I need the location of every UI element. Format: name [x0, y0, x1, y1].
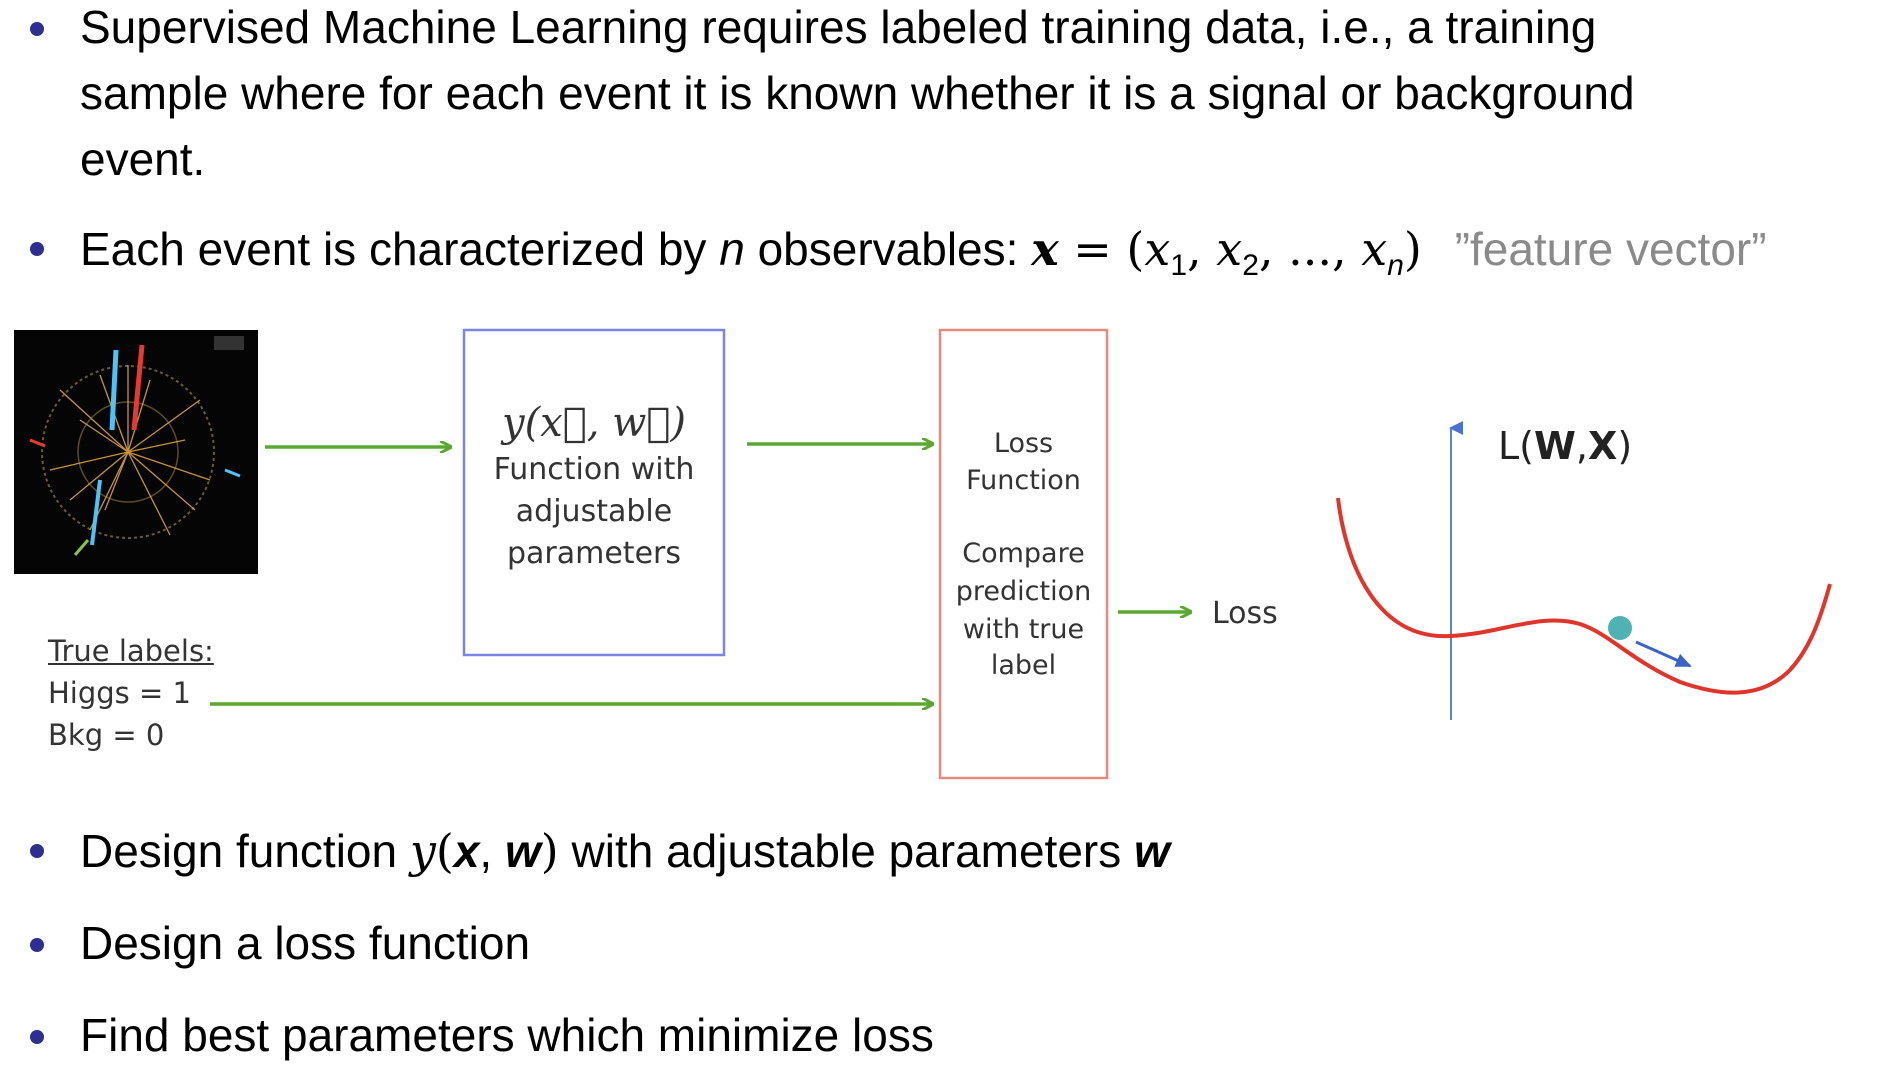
loss-curve-axis-label: L(W,X)	[1498, 424, 1633, 468]
function-label-line2: adjustable	[515, 494, 673, 529]
bullet-dot	[30, 844, 44, 858]
feature-vector-note: ”feature vector”	[1454, 223, 1767, 275]
function-box	[462, 328, 726, 657]
higgs-label: Higgs = 1	[48, 676, 191, 710]
bullet-design-loss: Design a loss function	[80, 917, 531, 969]
bullet-feature-vector: Each event is characterized by n observa…	[80, 222, 1767, 283]
loss-box-line3: Compare	[962, 538, 1085, 569]
bullet-supervised-line3: event.	[80, 133, 206, 185]
loss-output-label: Loss	[1212, 596, 1278, 631]
gradient-ball	[1608, 616, 1632, 640]
loss-box-line1: Loss	[993, 428, 1054, 459]
collision-event-image	[14, 330, 258, 574]
bullet-minimize-loss: Find best parameters which minimize loss	[80, 1009, 934, 1061]
loss-box-line4: prediction	[955, 576, 1092, 607]
bullet-supervised-line2: sample where for each event it is known …	[80, 67, 1635, 119]
bullet-dot	[30, 22, 44, 36]
descent-arrow	[1635, 640, 1692, 668]
bullet-dot	[30, 1030, 44, 1044]
bullet-supervised-line1: Supervised Machine Learning requires lab…	[80, 1, 1597, 53]
loss-curve	[1336, 497, 1832, 695]
loss-box-line6: label	[990, 650, 1057, 681]
function-label-line1: Function with	[493, 452, 695, 487]
bkg-label: Bkg = 0	[48, 718, 165, 752]
bullet-dot	[30, 242, 44, 256]
bullet-dot	[30, 938, 44, 952]
loss-function-box	[938, 328, 1109, 780]
bullet-design-function: Design function y(x, w) with adjustable …	[80, 824, 1170, 878]
function-label-line3: parameters	[506, 536, 681, 571]
loss-landscape-plot	[1336, 421, 1832, 720]
loss-box-line2: Function	[966, 465, 1081, 496]
true-labels-heading: True labels:	[48, 634, 214, 668]
function-formula: y(x⃗, w⃗)	[501, 400, 687, 446]
loss-box-line5: with true	[962, 614, 1085, 645]
